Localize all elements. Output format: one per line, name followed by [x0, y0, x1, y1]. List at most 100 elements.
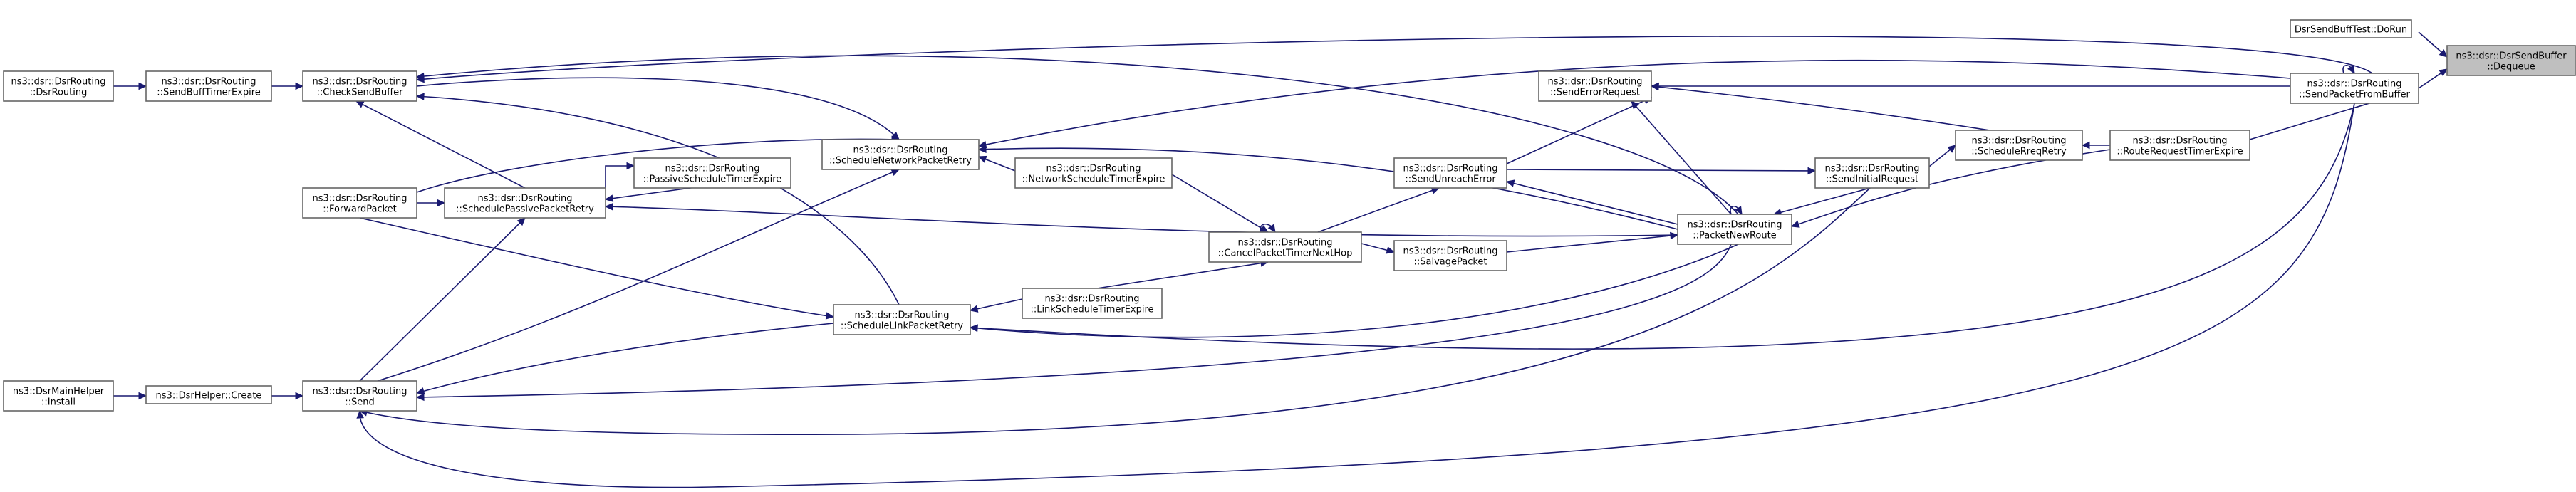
node-label-line: ::SendInitialRequest — [1826, 174, 1918, 185]
node-label-line: ns3::dsr::DsrRouting — [1972, 136, 2067, 147]
node-label-line: ns3::dsr::DsrRouting — [853, 145, 948, 156]
arrowhead — [604, 203, 613, 211]
node-label-line: ::ScheduleNetworkPacketRetry — [829, 156, 972, 167]
node-label-line: ::PassiveScheduleTimerExpire — [643, 174, 782, 185]
node-dsrmainhelperinstall[interactable]: ns3::DsrMainHelper::Install — [3, 380, 114, 412]
node-label-line: ns3::dsr::DsrRouting — [855, 310, 950, 321]
node-label-line: ::PacketNewRoute — [1693, 231, 1776, 241]
arrowhead — [1631, 100, 1639, 110]
arrowhead — [1386, 246, 1396, 254]
arrowhead — [969, 305, 979, 313]
node-packetnewroute[interactable]: ns3::dsr::DsrRouting::PacketNewRoute — [1677, 214, 1792, 245]
node-routerequesttimerexpire[interactable]: ns3::dsr::DsrRouting::RouteRequestTimerE… — [2109, 130, 2250, 161]
arrowhead — [2347, 65, 2355, 75]
node-passivescheduletimerexpire[interactable]: ns3::dsr::DsrRouting::PassiveScheduleTim… — [633, 157, 791, 189]
call-edge — [1506, 97, 1652, 164]
arrowhead — [356, 409, 364, 419]
node-box — [1022, 288, 1163, 319]
node-label-line: ::Install — [41, 397, 76, 408]
node-checksendbuffer[interactable]: ns3::dsr::DsrRouting::CheckSendBuffer — [302, 70, 417, 102]
call-edge — [416, 55, 1739, 215]
node-dsrrouting[interactable]: ns3::dsr::DsrRouting::DsrRouting — [3, 70, 114, 102]
node-label-line: ns3::dsr::DsrRouting — [313, 194, 407, 204]
arrowhead — [1790, 220, 1800, 228]
call-edge — [970, 244, 1739, 338]
arrowhead — [415, 387, 425, 395]
node-box — [302, 187, 417, 219]
arrowhead — [138, 392, 147, 400]
call-edge — [359, 187, 1871, 436]
node-label-line: ns3::dsr::DsrRouting — [2133, 136, 2228, 147]
node-box — [821, 139, 980, 170]
node-label-line: ::SendBuffTimerExpire — [157, 88, 261, 98]
node-box — [2290, 73, 2419, 104]
node-label-line: ::LinkScheduleTimerExpire — [1030, 305, 1153, 315]
node-box — [2446, 45, 2576, 76]
node-senderrorrequest[interactable]: ns3::dsr::DsrRouting::SendErrorRequest — [1538, 70, 1652, 102]
arrowhead — [890, 169, 900, 176]
node-label-line: ns3::DsrMainHelper — [13, 387, 105, 397]
node-schedulenetworkpacketretry[interactable]: ns3::dsr::DsrRouting::ScheduleNetworkPac… — [821, 139, 980, 170]
call-graph-nodes: ns3::dsr::DsrSendBuffer::Dequeue DsrSendB… — [3, 19, 2576, 412]
call-edge — [377, 169, 900, 382]
node-label-line: ns3::dsr::DsrRouting — [162, 77, 256, 88]
node-box — [2290, 19, 2412, 38]
arrowhead — [604, 194, 614, 202]
arrowhead — [1267, 224, 1276, 234]
arrowhead — [1505, 179, 1515, 187]
node-label-line: ns3::dsr::DsrRouting — [1548, 77, 1643, 88]
node-sendunreacherror[interactable]: ns3::dsr::DsrRouting::SendUnreachError — [1393, 157, 1507, 189]
node-label-line: ::ScheduleRreqRetry — [1971, 147, 2067, 157]
node-label-line: ns3::dsr::DsrRouting — [313, 77, 407, 88]
node-box — [1393, 157, 1507, 189]
node-label-line: ns3::dsr::DsrRouting — [665, 164, 760, 174]
node-schedulelinkpacketretry[interactable]: ns3::dsr::DsrRouting::ScheduleLinkPacket… — [833, 304, 971, 335]
arrowhead — [2439, 49, 2448, 58]
node-label-line: ns3::dsr::DsrRouting — [1688, 220, 1782, 231]
arrowhead — [1670, 231, 1679, 240]
node-label-line: ns3::dsr::DsrRouting — [1403, 164, 1498, 174]
call-edge — [416, 323, 834, 394]
arrowhead — [977, 140, 987, 149]
node-box — [302, 380, 417, 412]
call-edge — [1506, 234, 1678, 253]
node-sendpacketfrombuffer[interactable]: ns3::dsr::DsrRouting::SendPacketFromBuff… — [2290, 73, 2419, 104]
call-edge — [605, 206, 1678, 237]
node-salvagepacket[interactable]: ns3::dsr::DsrRouting::SalvagePacket — [1393, 240, 1507, 271]
node-dorun[interactable]: DsrSendBuffTest::DoRun — [2290, 19, 2412, 38]
node-box — [3, 380, 114, 412]
node-schedulerreqretry[interactable]: ns3::dsr::DsrRouting::ScheduleRreqRetry — [1955, 130, 2083, 161]
node-dsrhelpercreate[interactable]: ns3::DsrHelper::Create — [145, 385, 272, 404]
node-send[interactable]: ns3::dsr::DsrRouting::Send — [302, 380, 417, 412]
node-networkscheduletimerexpire[interactable]: ns3::dsr::DsrRouting::NetworkScheduleTim… — [1014, 157, 1173, 189]
node-sendbufftimerexpire[interactable]: ns3::dsr::DsrRouting::SendBuffTimerExpir… — [145, 70, 272, 102]
node-label-line: ns3::dsr::DsrSendBuffer — [2456, 51, 2567, 62]
node-box — [302, 70, 417, 102]
node-box — [444, 187, 606, 219]
call-edge — [416, 77, 900, 140]
node-label-line: ::SendPacketFromBuffer — [2299, 90, 2410, 100]
node-cancelpackettimernexthop[interactable]: ns3::dsr::DsrRouting::CancelPacketTimerN… — [1208, 231, 1362, 263]
node-box — [1014, 157, 1173, 189]
arrowhead — [977, 155, 987, 163]
arrowhead — [1947, 145, 1956, 153]
node-dequeue[interactable]: ns3::dsr::DsrSendBuffer::Dequeue — [2446, 45, 2576, 76]
node-linkscheduletimerexpire[interactable]: ns3::dsr::DsrRouting::LinkScheduleTimerE… — [1022, 288, 1163, 319]
arrowhead — [2439, 68, 2448, 77]
node-label-line: ::Send — [345, 397, 375, 408]
node-label-line: ::CheckSendBuffer — [317, 88, 404, 98]
node-forwardpacket[interactable]: ns3::dsr::DsrRouting::ForwardPacket — [302, 187, 417, 219]
arrowhead — [1807, 167, 1817, 175]
node-schedulepassivepacketretry[interactable]: ns3::dsr::DsrRouting::SchedulePassivePac… — [444, 187, 606, 219]
node-label-line: ::RouteRequestTimerExpire — [2117, 147, 2243, 157]
node-sendinitialrequest[interactable]: ns3::dsr::DsrRouting::SendInitialRequest — [1814, 157, 1930, 189]
arrowhead — [415, 393, 425, 402]
call-edge — [359, 217, 834, 318]
node-label-line: ::SendErrorRequest — [1550, 88, 1640, 98]
arrowhead — [1650, 83, 1660, 91]
node-label-line: ns3::dsr::DsrRouting — [1403, 246, 1498, 257]
node-box — [633, 157, 791, 189]
node-label-line: ::SalvagePacket — [1413, 257, 1487, 268]
arrowhead — [1735, 206, 1743, 216]
